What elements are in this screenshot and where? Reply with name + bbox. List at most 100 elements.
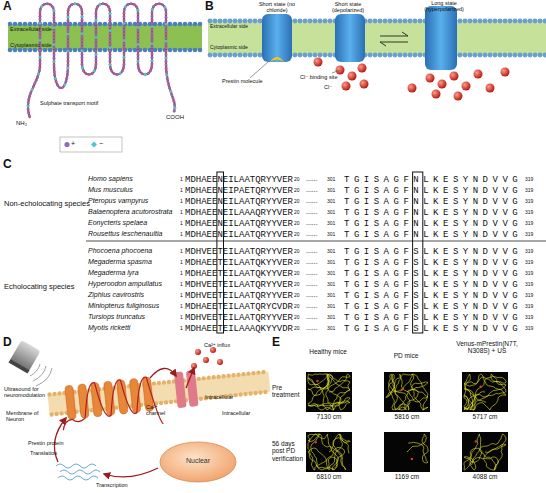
lipid-head xyxy=(293,19,298,24)
residue-circle xyxy=(109,50,112,53)
lipid-head xyxy=(313,53,318,58)
residue-diamond xyxy=(108,12,112,16)
residue-diamond xyxy=(150,8,154,12)
residue-diamond xyxy=(108,63,112,67)
residue-circle xyxy=(151,63,154,66)
lipid-head xyxy=(231,373,236,378)
residue-circle xyxy=(94,66,97,69)
text-label: Transcription xyxy=(96,482,128,488)
movement-track xyxy=(308,434,350,470)
residue-diamond xyxy=(38,21,42,25)
distance-label: 6810 cm xyxy=(306,474,352,481)
residue-diamond xyxy=(53,77,57,81)
residue-circle xyxy=(147,72,150,75)
residue-circle xyxy=(65,80,68,83)
residue-circle xyxy=(68,6,71,9)
lipid-head xyxy=(243,53,248,58)
residue-diamond xyxy=(150,59,154,63)
residue-diamond xyxy=(164,56,168,60)
residue-diamond xyxy=(52,43,56,47)
lipid-heads xyxy=(208,19,546,58)
residue-circle xyxy=(123,12,126,15)
text-label: ...... xyxy=(306,291,318,299)
text-label: Translation xyxy=(30,450,57,456)
residue-diamond xyxy=(66,15,70,19)
sequence-text: TGISAGFSLKESYNDVVG xyxy=(344,291,522,301)
legend-circle xyxy=(64,142,69,147)
lipid-head xyxy=(213,19,218,24)
residue-circle xyxy=(137,16,140,19)
residue-circle xyxy=(53,70,56,73)
lipid-head xyxy=(173,48,178,53)
residue-circle xyxy=(109,33,112,36)
species-name: Pteropus vampyrus xyxy=(88,197,148,205)
text-label: Sulphate transport motif xyxy=(40,100,98,106)
residue-circle xyxy=(95,29,98,32)
sequence-text: TGISAGFNLKESYNDVVG xyxy=(344,186,522,196)
influx-arrow xyxy=(186,368,194,388)
residue-circle xyxy=(137,46,140,49)
lipid-head xyxy=(236,372,241,377)
lipid-head xyxy=(228,19,233,24)
residue-circle xyxy=(67,12,70,15)
residue-circle xyxy=(165,16,168,19)
residue-circle xyxy=(109,26,112,29)
text-label: ...... xyxy=(306,186,318,194)
text-label: 20 xyxy=(294,282,300,288)
residue-circle xyxy=(137,67,140,70)
lipid-head xyxy=(98,48,103,53)
residue-circle xyxy=(149,69,152,72)
sequence-text: MDHAEETEILAATQKYYVER xyxy=(185,258,293,268)
lipid-head xyxy=(528,19,533,24)
text-label: 20 xyxy=(294,315,300,321)
lipid-head xyxy=(368,53,373,58)
lipid-head xyxy=(188,48,193,53)
residue-circle xyxy=(151,22,154,25)
residue-circle xyxy=(81,39,84,42)
open-field-arena: 6810 cm xyxy=(306,432,352,484)
residue-circle xyxy=(95,12,98,15)
residue-diamond xyxy=(165,73,169,77)
text-label: 301 xyxy=(327,326,335,332)
residue-circle xyxy=(39,66,42,69)
lipid-head xyxy=(251,371,256,376)
lipid-head xyxy=(528,53,533,58)
text-label: 1 xyxy=(180,188,183,194)
lipid-head xyxy=(248,53,253,58)
equilibrium-arrow xyxy=(380,42,408,46)
residue-circle xyxy=(123,29,126,32)
lipid-head xyxy=(393,19,398,24)
lipid-head xyxy=(178,22,183,27)
residue-circle xyxy=(137,63,140,66)
lipid-head xyxy=(33,48,38,53)
text-label: 301 xyxy=(327,188,335,194)
lipid-head xyxy=(263,390,268,395)
residue-circle xyxy=(81,29,84,32)
text-label: ...... xyxy=(306,247,318,255)
text-label: Cytoplasmic side xyxy=(10,42,52,48)
text-label: Echolocating species xyxy=(4,283,74,291)
movement-track xyxy=(464,374,506,410)
residue-circle xyxy=(133,3,136,6)
residue-circle xyxy=(173,110,176,113)
text-label: 1 xyxy=(180,315,183,321)
lipid-head xyxy=(188,22,193,27)
lipid-head xyxy=(238,53,243,58)
residue-circle xyxy=(81,46,84,49)
arena-square xyxy=(462,432,508,472)
lipid-head xyxy=(538,53,543,58)
text-label: Intracellular xyxy=(222,410,250,416)
species-name: Balaenoptera acutorostrata xyxy=(88,208,172,216)
residue-diamond xyxy=(94,18,98,22)
text-label: Membrane of Neuron xyxy=(6,410,46,422)
text-label: 319 xyxy=(525,293,533,299)
lipid-head xyxy=(83,48,88,53)
residue-circle xyxy=(123,46,126,49)
species-name: Rousettus leschenaultia xyxy=(88,230,162,238)
residue-circle xyxy=(165,36,168,39)
residue-diamond xyxy=(38,38,42,42)
sequence-text: TGISAGFSLKESYNDVVG xyxy=(344,302,522,312)
residue-diamond xyxy=(118,71,122,75)
residue-circle xyxy=(53,16,56,19)
residue-circle xyxy=(165,19,168,22)
